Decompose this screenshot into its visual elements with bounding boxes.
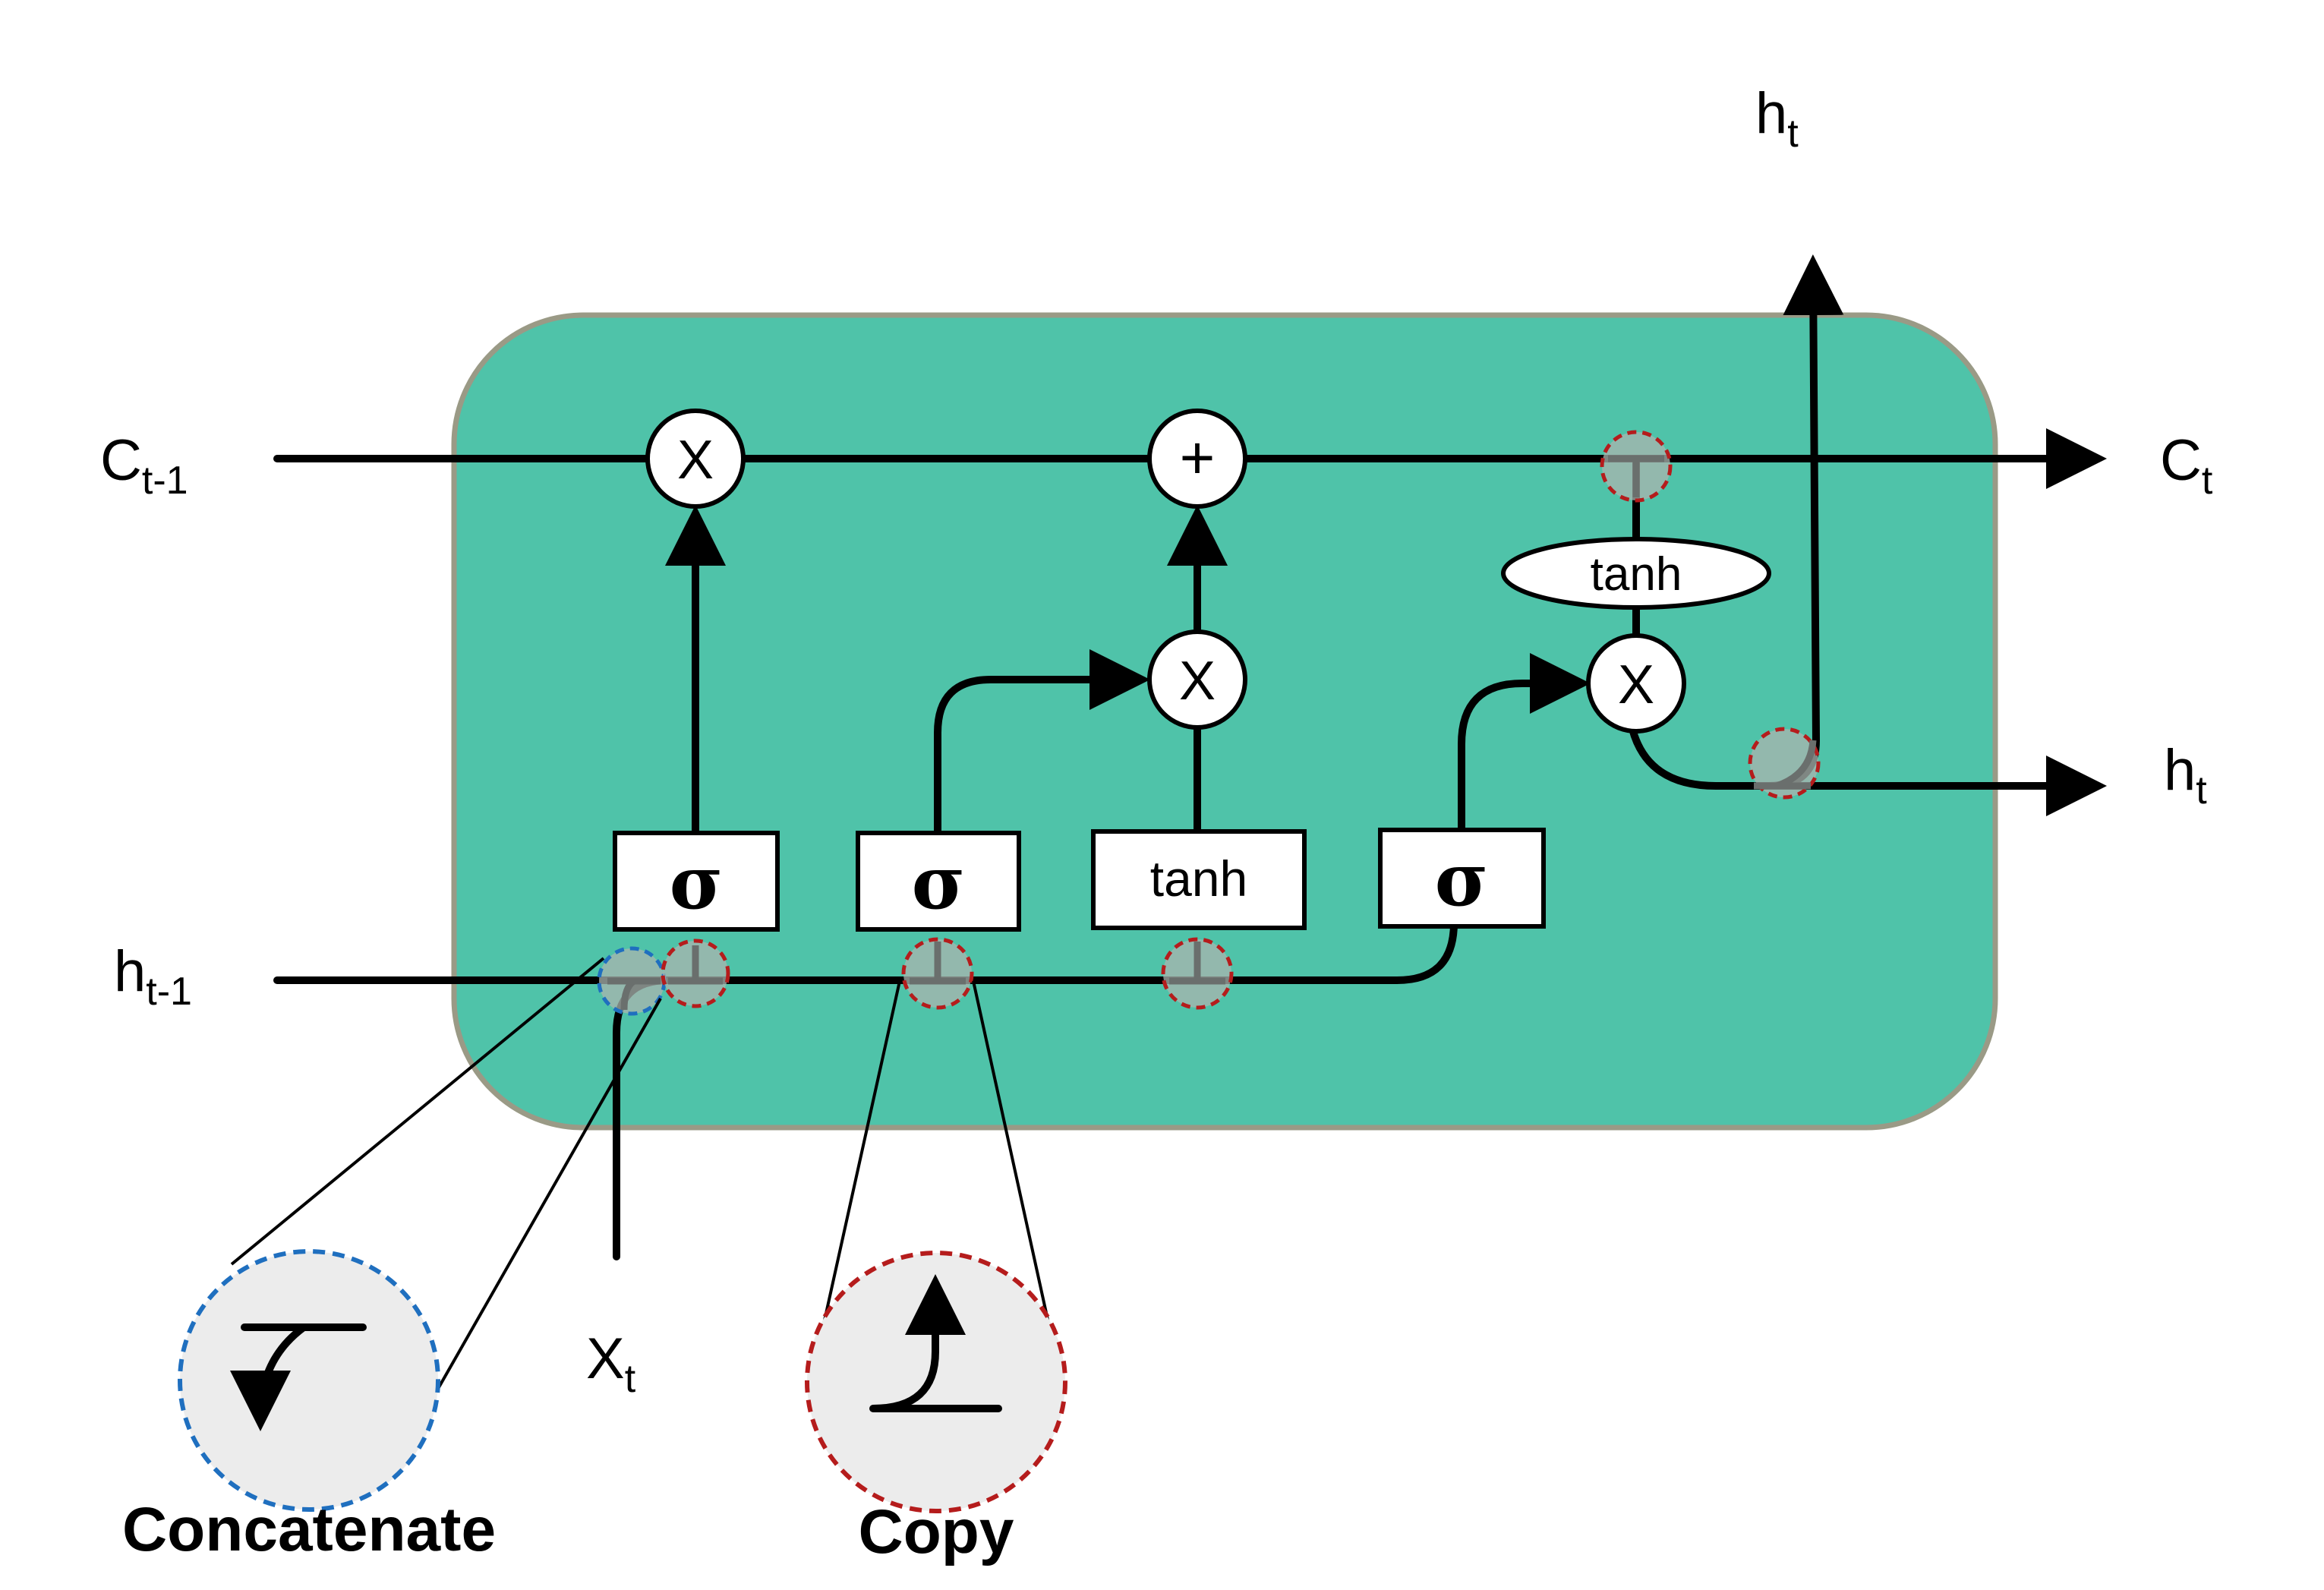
label-h-out-right: ht: [2164, 738, 2207, 812]
svg-text:ht-1: ht-1: [114, 939, 192, 1014]
cell-tanh-op: tanh: [1501, 537, 1771, 610]
svg-text:Xt: Xt: [586, 1327, 636, 1401]
input-gate: σ: [856, 831, 1021, 932]
concatenate-icon: [244, 1323, 367, 1416]
label-c-out: Ct: [2160, 428, 2213, 503]
svg-text:ht: ht: [1755, 81, 1799, 156]
svg-text:+: +: [1180, 424, 1216, 491]
label-h-out-top: ht: [1755, 81, 1799, 156]
forget-gate: σ: [613, 831, 780, 932]
add-op: +: [1147, 409, 1247, 509]
concat-zoom-line-2: [397, 998, 662, 1459]
label-x-input: Xt: [586, 1327, 636, 1401]
copy-marker-candidate: [1161, 937, 1234, 1010]
svg-text:tanh: tanh: [1591, 548, 1682, 601]
svg-text:σ: σ: [670, 840, 724, 926]
svg-text:Ct-1: Ct-1: [100, 428, 188, 503]
concat-marker: [597, 946, 667, 1016]
copy-marker-input: [901, 937, 974, 1010]
copy-icon: [869, 1344, 1002, 1412]
output-gate-wire: [1458, 653, 1591, 831]
input-multiply-op: X: [1147, 629, 1247, 730]
svg-text:tanh: tanh: [1150, 850, 1247, 907]
copy-legend: Copy: [805, 1251, 1067, 1566]
svg-text:σ: σ: [1435, 837, 1489, 923]
svg-text:Copy: Copy: [859, 1497, 1014, 1566]
copy-marker-output: [1748, 727, 1821, 800]
output-multiply-op: X: [1586, 633, 1686, 733]
svg-text:Concatenate: Concatenate: [122, 1495, 496, 1564]
forget-multiply-op: X: [645, 409, 746, 509]
label-c-prev: Ct-1: [100, 428, 188, 503]
copy-marker-forget: [661, 939, 730, 1008]
copy-marker-cell: [1600, 430, 1673, 503]
output-gate: σ: [1378, 828, 1546, 929]
candidate-gate: tanh: [1091, 829, 1307, 930]
svg-text:Ct: Ct: [2160, 428, 2213, 503]
hidden-state-line: [273, 911, 1458, 984]
svg-text:σ: σ: [912, 840, 966, 926]
svg-text:X: X: [677, 430, 714, 491]
svg-text:X: X: [1618, 655, 1654, 715]
concat-zoom-line-1: [230, 957, 605, 1266]
label-h-prev: ht-1: [114, 939, 192, 1014]
input-gate-wire: [934, 649, 1150, 835]
concatenate-legend: Concatenate: [122, 1249, 496, 1564]
svg-text:ht: ht: [2164, 738, 2207, 812]
output-h-wire: [1629, 725, 2107, 816]
svg-text:X: X: [1179, 651, 1216, 711]
